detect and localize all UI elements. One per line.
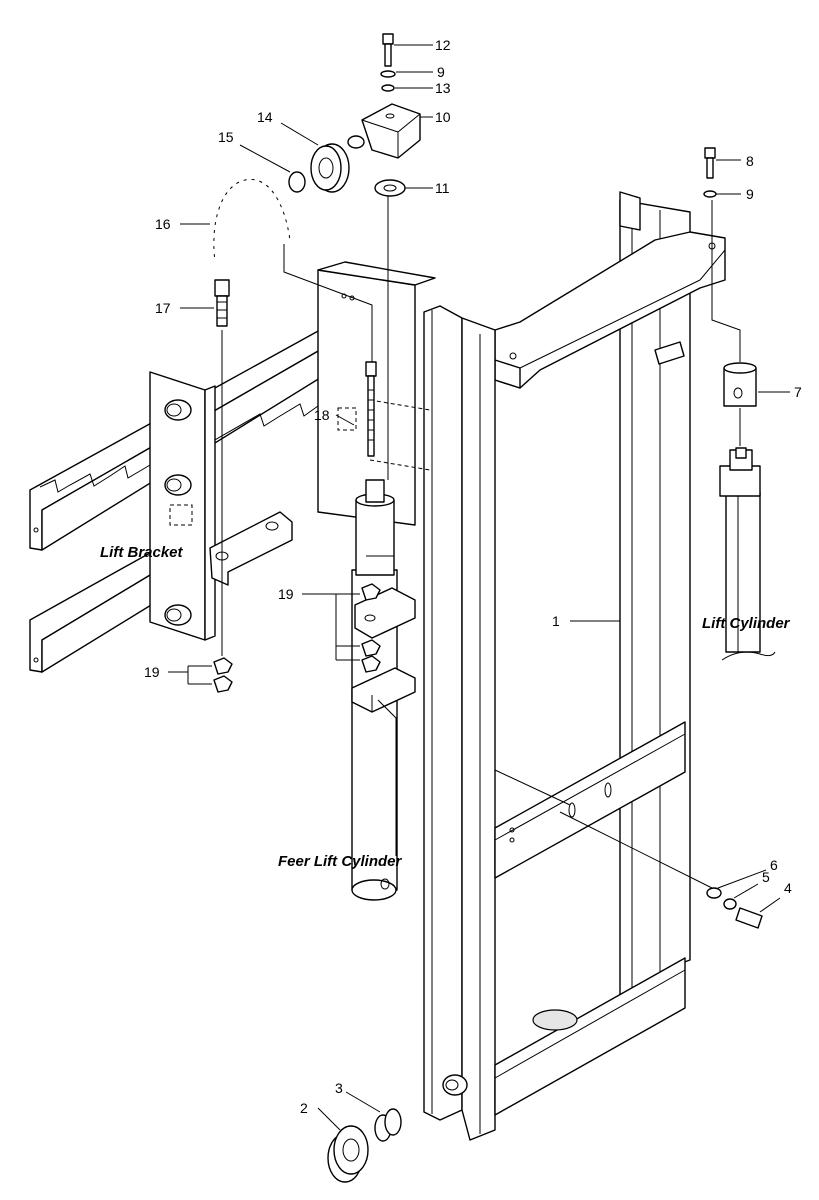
callout-10: 10 <box>435 109 451 125</box>
captions: Lift Bracket Lift Cylinder Feer Lift Cyl… <box>100 544 791 870</box>
callout-numbers: 12 9 13 10 11 14 15 16 17 8 9 7 1 18 19 … <box>144 37 802 1116</box>
callout-5: 5 <box>762 869 770 885</box>
callout-6: 6 <box>770 857 778 873</box>
caption-lift-bracket: Lift Bracket <box>100 544 184 561</box>
leader-lines <box>168 44 790 1131</box>
callout-19-right: 19 <box>278 586 294 602</box>
callout-4: 4 <box>784 880 792 896</box>
lift-bracket-carriage <box>29 261 436 673</box>
callout-12: 12 <box>435 37 451 53</box>
mast-assembly <box>423 191 726 1141</box>
caption-feer-lift-cylinder: Feer Lift Cylinder <box>278 853 403 870</box>
top-hardware <box>211 33 763 1183</box>
feer-lift-cylinder-assembly <box>351 479 416 901</box>
callout-9-right: 9 <box>746 186 754 202</box>
callout-17: 17 <box>155 300 171 316</box>
callout-9-top: 9 <box>437 64 445 80</box>
callout-2: 2 <box>300 1100 308 1116</box>
callout-18: 18 <box>314 407 330 423</box>
callout-13: 13 <box>435 80 451 96</box>
lift-cylinder-assembly <box>719 362 776 661</box>
caption-lift-cylinder: Lift Cylinder <box>702 615 791 632</box>
callout-15: 15 <box>218 129 234 145</box>
callout-19-left: 19 <box>144 664 160 680</box>
callout-16: 16 <box>155 216 171 232</box>
callout-8: 8 <box>746 153 754 169</box>
callout-1: 1 <box>552 613 560 629</box>
callout-7: 7 <box>794 384 802 400</box>
callout-14: 14 <box>257 109 273 125</box>
callout-11: 11 <box>435 180 450 196</box>
callout-3: 3 <box>335 1080 343 1096</box>
